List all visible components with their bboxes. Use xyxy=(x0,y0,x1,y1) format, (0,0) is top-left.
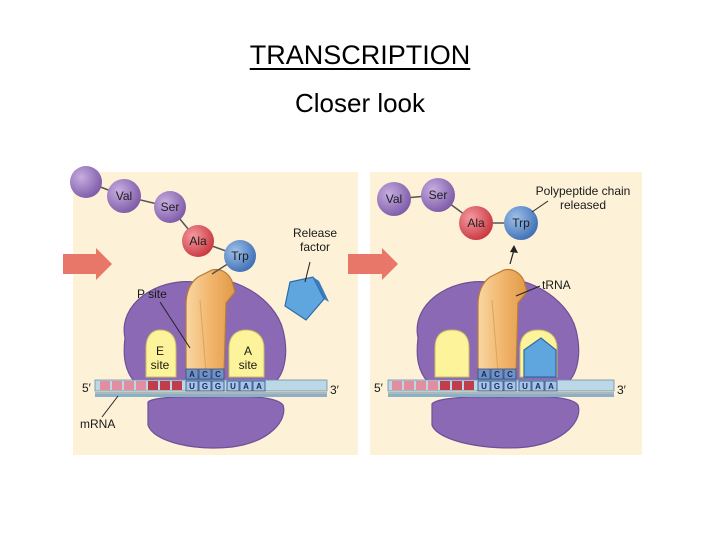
amino-acid-partial xyxy=(70,166,102,198)
left-anticodon-2: C xyxy=(202,370,208,379)
left-panel: A C C U G G U A A Val Ser Ala Trp R xyxy=(63,166,358,455)
release-factor-label-2: factor xyxy=(300,240,330,254)
amino-acid-val xyxy=(107,179,141,213)
ala-label: Ala xyxy=(189,234,207,248)
e-site-pocket-right xyxy=(434,329,470,378)
polypeptide-label-1: Polypeptide chain xyxy=(536,184,631,198)
five-prime-label-right: 5′ xyxy=(374,381,384,395)
val-label: Val xyxy=(116,189,132,203)
left-anticodon-1: A xyxy=(189,370,195,379)
release-factor-shape xyxy=(284,276,325,321)
e-site-label-1: E xyxy=(156,344,164,358)
page-title: TRANSCRIPTION xyxy=(249,40,471,70)
right-codon-2: G xyxy=(494,382,500,391)
left-arrow xyxy=(63,248,112,280)
right-codon-1: U xyxy=(481,382,487,391)
mrna-label: mRNA xyxy=(80,417,115,431)
e-site-pocket xyxy=(145,329,177,378)
ser-label-right: Ser xyxy=(429,188,448,202)
right-codon-5: A xyxy=(535,382,541,391)
release-factor-label-1: Release xyxy=(293,226,337,240)
right-panel: A C C U G G U A A Val Ser Ala Trp Polype… xyxy=(348,172,642,455)
amino-acid-ala xyxy=(182,225,214,257)
page-subtitle: Closer look xyxy=(294,88,426,118)
amino-acid-trp xyxy=(224,240,256,272)
trna-right xyxy=(477,268,528,377)
left-codon-6: A xyxy=(256,382,262,391)
amino-acid-ser xyxy=(154,191,186,223)
left-anticodon-3: C xyxy=(215,370,221,379)
a-site-label-1: A xyxy=(244,344,252,358)
right-anticodon-1: A xyxy=(481,370,487,379)
right-anticodon-2: C xyxy=(494,370,500,379)
left-codon-2: G xyxy=(202,382,208,391)
three-prime-label-left: 3′ xyxy=(330,383,340,397)
e-site-label-2: site xyxy=(151,358,170,372)
left-codon-5: A xyxy=(243,382,249,391)
trp-label: Trp xyxy=(231,249,249,263)
trp-label-right: Trp xyxy=(512,216,530,230)
amino-acid-val-right xyxy=(377,182,411,216)
right-anticodon-3: C xyxy=(507,370,513,379)
right-codon-4: U xyxy=(522,382,528,391)
release-factor-in-a-site xyxy=(523,337,557,378)
a-site-pocket xyxy=(228,329,265,378)
ala-label-right: Ala xyxy=(467,216,485,230)
five-prime-label-left: 5′ xyxy=(82,381,92,395)
left-codon-1: U xyxy=(189,382,195,391)
right-codon-3: G xyxy=(507,382,513,391)
trna-label: tRNA xyxy=(542,278,571,292)
right-arrow xyxy=(348,248,398,280)
amino-acid-ser-right xyxy=(421,178,455,212)
ser-label: Ser xyxy=(161,200,180,214)
polypeptide-label-2: released xyxy=(560,198,606,212)
left-codon-3: G xyxy=(215,382,221,391)
val-label-right: Val xyxy=(386,192,402,206)
trna-p-site xyxy=(185,268,236,377)
a-site-label-2: site xyxy=(239,358,258,372)
amino-acid-ala-right xyxy=(459,206,493,240)
left-codon-4: U xyxy=(230,382,236,391)
three-prime-label-right: 3′ xyxy=(617,383,627,397)
p-site-label: P site xyxy=(137,287,167,301)
right-codon-6: A xyxy=(548,382,554,391)
amino-acid-trp-right xyxy=(504,206,538,240)
